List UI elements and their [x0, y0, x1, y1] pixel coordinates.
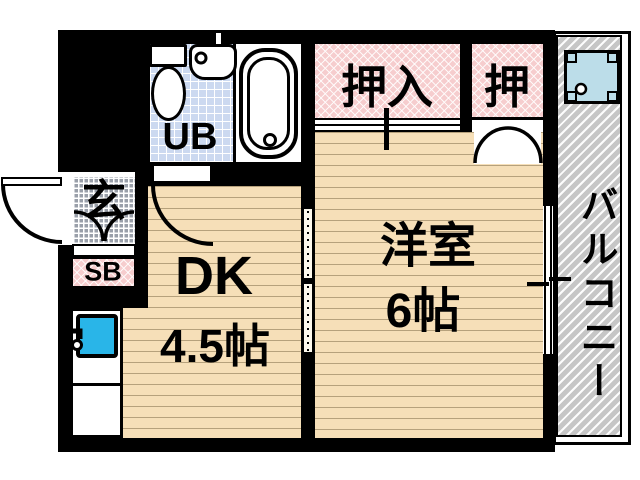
wall-genkan-right	[135, 172, 148, 308]
closet-oshi	[472, 44, 543, 117]
wall-closet-divider	[460, 30, 472, 132]
dk-size-label: 4.5帖	[160, 320, 270, 372]
room-sliding-door	[302, 282, 314, 354]
toilet-tank	[149, 44, 187, 67]
pan-corner	[566, 91, 577, 102]
dk-floor	[123, 186, 301, 438]
pan-corner	[566, 52, 577, 63]
genkan-step	[72, 244, 136, 257]
western-room-floor	[315, 132, 543, 438]
kitchen-sink	[76, 314, 118, 358]
western-room-label: 洋室	[379, 220, 477, 273]
pan-corner	[607, 91, 618, 102]
closet-oshiire	[315, 44, 460, 118]
wall-bottom	[58, 438, 555, 452]
washing-machine-pan	[564, 50, 620, 104]
closet-oshiire-label: 押入	[341, 61, 433, 113]
pan-corner	[607, 52, 618, 63]
room-sliding-door	[302, 207, 314, 280]
entrance-door-leaf	[1, 177, 62, 186]
window-glazing	[544, 206, 546, 354]
balcony-label: バルコニー	[574, 185, 616, 405]
unit-bath-label: UB	[162, 116, 218, 158]
closet-oshi-sill	[472, 117, 543, 120]
genkan-label: 玄	[82, 177, 126, 226]
entrance-door-arc	[1, 183, 63, 244]
wall-void-block	[58, 30, 150, 172]
western-room-size-label: 6帖	[385, 285, 461, 338]
counter-divider	[72, 383, 121, 386]
bathtub-inner	[247, 57, 290, 150]
closet-oshi-door-area	[474, 120, 541, 164]
ub-door-leaf	[151, 163, 213, 184]
wall-left-lower	[58, 245, 72, 452]
toilet-bowl	[151, 66, 186, 121]
fusuma-handle	[384, 108, 389, 150]
wall-right-lower	[543, 354, 555, 452]
bath-partition	[233, 44, 236, 162]
window-tick	[549, 277, 571, 281]
dk-label: DK	[175, 246, 253, 306]
wall-right-upper	[543, 30, 555, 206]
wall-shoebox-bottom	[58, 287, 148, 308]
closet-oshi-label: 押	[484, 61, 530, 113]
shoe-box-label: SB	[84, 256, 122, 287]
window-tick	[527, 282, 549, 286]
washbasin	[189, 44, 237, 80]
